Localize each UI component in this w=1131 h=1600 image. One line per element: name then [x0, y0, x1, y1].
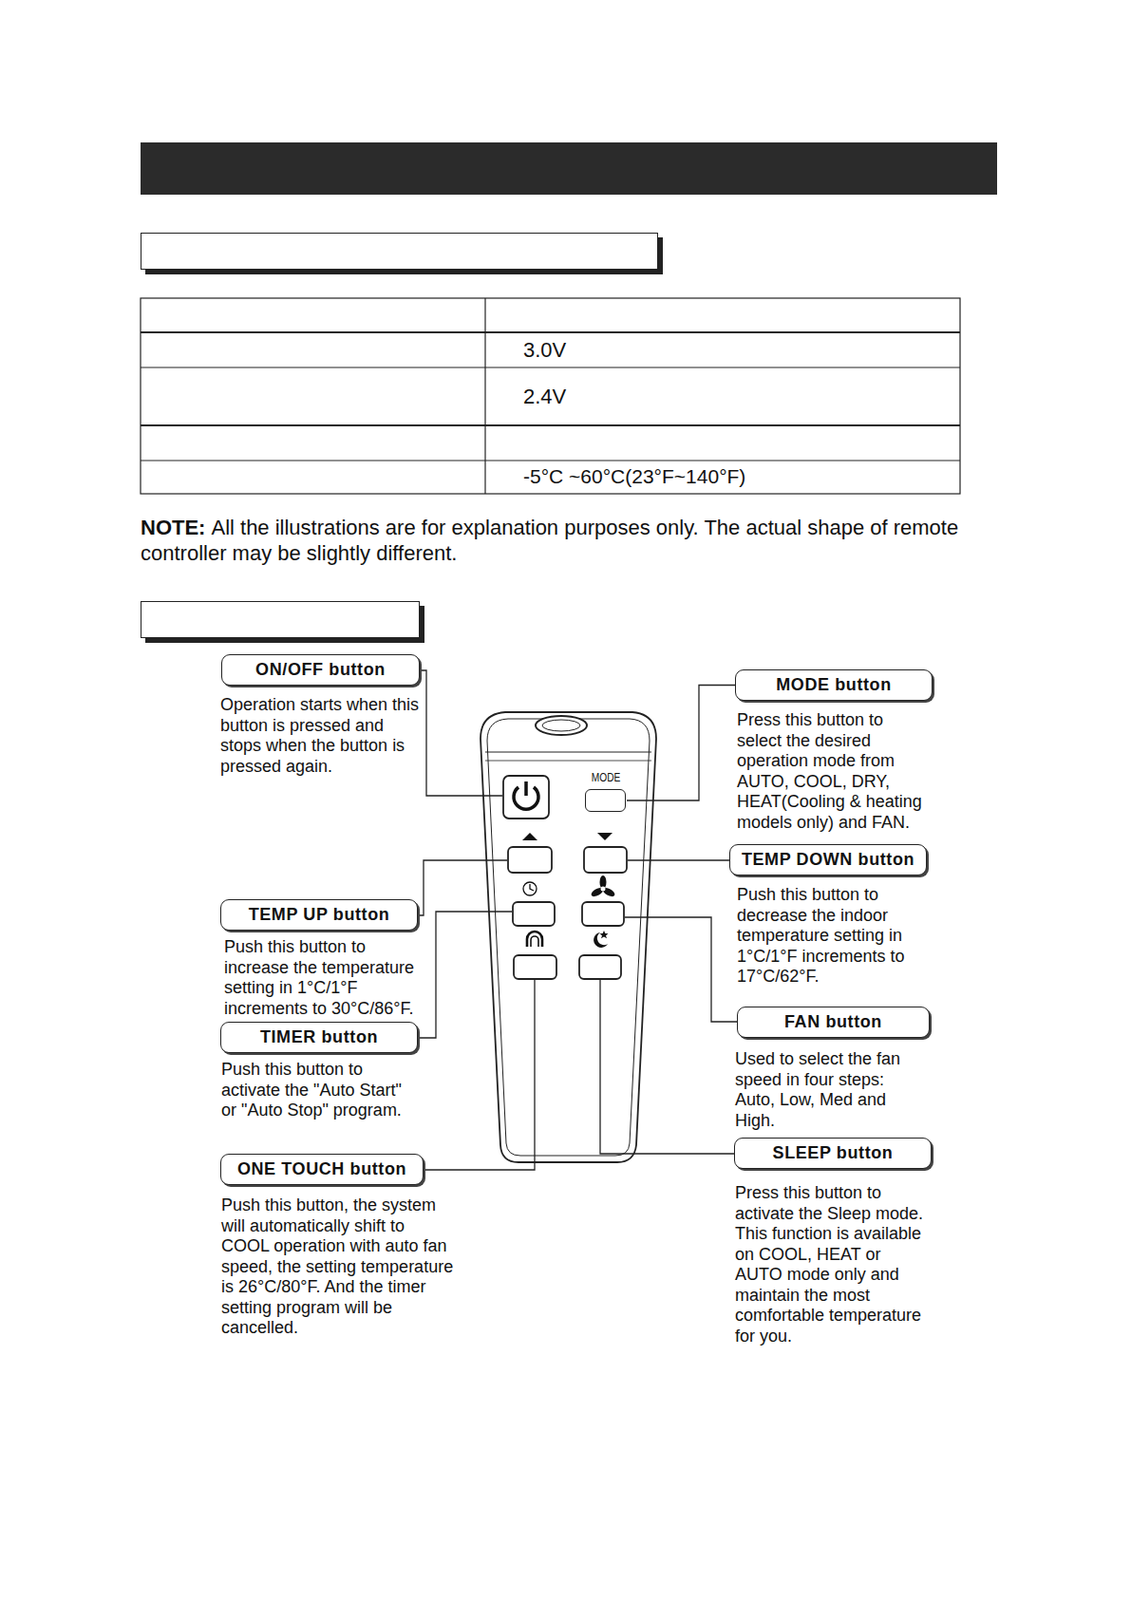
drawing-stroke [589, 885, 605, 899]
drawing-stroke [530, 936, 539, 947]
callout-box: TIMER buttonPush this button to activate… [220, 1021, 418, 1054]
drawing-stroke [524, 781, 528, 796]
callout-box: MODE buttonPress this button to select t… [735, 669, 933, 701]
callout-box: FAN buttonUsed to select the fan speed i… [736, 1006, 930, 1038]
drawing-stroke [140, 331, 961, 334]
drawing-stroke [600, 930, 609, 939]
drawing-stroke [535, 716, 587, 736]
callout-description: Push this button to decrease the indoor … [736, 885, 927, 988]
table-cell: 3.0V [523, 338, 566, 363]
drawing-stroke [503, 775, 549, 819]
callout-box: SLEEP buttonPress this button to activat… [734, 1137, 932, 1169]
drawing-stroke [484, 298, 486, 494]
callout-title: TEMP UP button [221, 904, 417, 925]
drawing-stroke [399, 911, 512, 1038]
drawing-stroke [512, 902, 555, 926]
drawing-stroke [601, 886, 606, 892]
drawing-stroke [527, 931, 543, 947]
drawing-stroke [601, 885, 617, 899]
drawing-stroke [624, 917, 737, 1022]
drawing-stroke [597, 832, 613, 841]
drawing-stroke [140, 298, 961, 494]
drawing-stroke [480, 712, 657, 1163]
drawing-stroke [140, 367, 961, 369]
leader-lines [398, 670, 737, 1170]
drawing-stroke [627, 859, 730, 861]
note-text: All the illustrations are for explanatio… [140, 515, 959, 566]
callout-box: TEMP DOWN buttonPush this button to decr… [729, 844, 927, 876]
callout-box: ONE TOUCH buttonPush this button, the sy… [220, 1153, 424, 1186]
callout-description: Push this button, the system will automa… [221, 1195, 454, 1339]
remote-body [480, 712, 657, 1163]
callout-title: TIMER button [221, 1027, 417, 1048]
callout-description: Push this button to increase the tempera… [224, 937, 419, 1019]
drawing-stroke [487, 718, 650, 1156]
drawing-stroke [522, 832, 538, 841]
drawing-stroke [589, 875, 617, 899]
callout-box: ON/OFF buttonOperation starts when this … [221, 654, 420, 686]
button-label: MODE [590, 771, 621, 785]
table-cell: -5°C ~60°C(23°F~140°F) [523, 465, 746, 489]
drawing-stroke [584, 847, 627, 873]
drawing-stroke [579, 955, 622, 980]
note-heading: NOTE: [140, 515, 206, 540]
note-paragraph: NOTE:All the illustrations are for expla… [140, 514, 1000, 566]
spec-table [140, 298, 961, 494]
table-cell: 2.4V [523, 384, 566, 410]
drawing-stroke [582, 902, 624, 926]
callout-title: FAN button [737, 1012, 929, 1033]
callout-title: ONE TOUCH button [221, 1159, 423, 1180]
callout-description: Press this button to select the desired … [736, 710, 927, 833]
callout-description: Operation starts when this button is pre… [220, 695, 420, 777]
drawing-stroke [529, 884, 534, 891]
drawing-stroke [523, 882, 537, 896]
section-box [140, 232, 659, 270]
callout-title: MODE button [735, 675, 932, 696]
callout-description: Press this button to activate the Sleep … [735, 1183, 925, 1347]
remote-buttons [503, 775, 627, 980]
drawing-stroke [485, 760, 652, 762]
drawing-stroke [542, 719, 581, 732]
drawing-stroke [508, 847, 552, 873]
callout-description: Push this button to activate the "Auto S… [221, 1059, 416, 1122]
drawing-stroke [140, 424, 961, 427]
section-box [140, 601, 420, 639]
callout-title: SLEEP button [735, 1143, 931, 1164]
callout-description: Used to select the fan speed in four ste… [735, 1049, 921, 1131]
leader-line [626, 685, 736, 802]
drawing-stroke [140, 460, 961, 462]
drawing-stroke [400, 670, 503, 796]
callout-box: TEMP UP buttonPush this button to increa… [220, 899, 418, 931]
callout-title: TEMP DOWN button [730, 849, 926, 870]
drawing-stroke [513, 955, 557, 980]
drawing-stroke [600, 980, 735, 1154]
drawing-stroke [404, 980, 535, 1170]
header-bar [140, 142, 998, 195]
drawing-stroke [485, 752, 652, 754]
callout-title: ON/OFF button [222, 659, 419, 680]
remote-button: MODE [584, 789, 626, 812]
